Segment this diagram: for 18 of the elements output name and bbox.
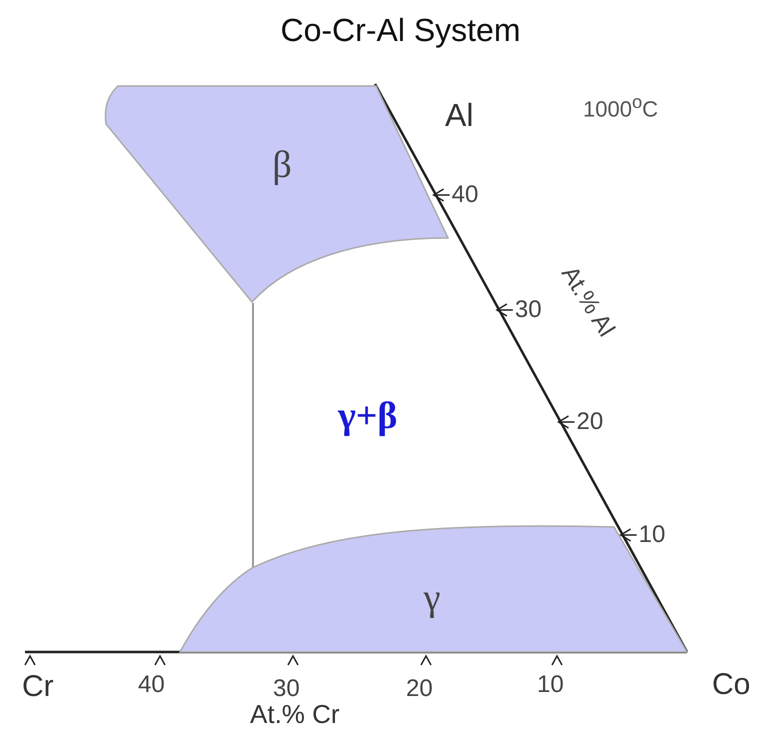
tick-label: 40 <box>452 182 478 208</box>
tick-label: 10 <box>537 672 564 698</box>
tie-line <box>252 303 254 568</box>
tick-label: 10 <box>638 522 666 548</box>
element-label: Al <box>445 98 474 134</box>
phase-label: β <box>272 143 292 187</box>
tick-label: 30 <box>273 676 300 702</box>
tick-label: 20 <box>576 409 604 436</box>
tick-label: 30 <box>514 297 542 324</box>
tick-label: 40 <box>138 672 165 698</box>
phase-label: γ+β <box>338 396 398 438</box>
tick-label: 20 <box>406 676 433 702</box>
element-label: Cr <box>22 670 54 703</box>
axis-title: At.% Cr <box>250 700 340 729</box>
diagram-title: Co-Cr-Al System <box>279 12 522 49</box>
temperature-label: 1000$^{o}$C <box>583 92 658 122</box>
element-label: Co <box>712 668 750 701</box>
phase-label: γ <box>424 576 440 620</box>
